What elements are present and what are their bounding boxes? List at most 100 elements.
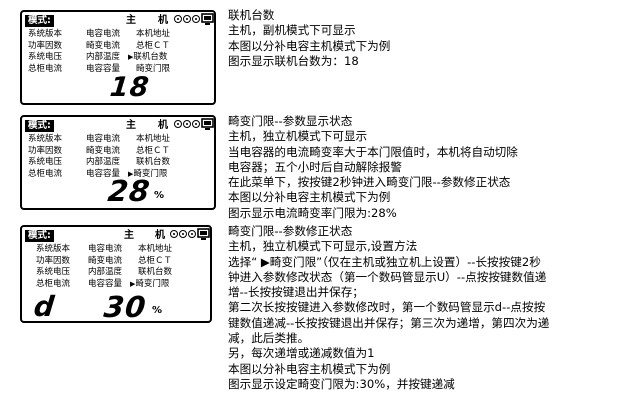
mode-tag: 模式: [25,230,54,242]
led-icon [174,120,182,128]
menu-item: 联机台数 [138,267,173,277]
led-icon [183,120,191,128]
led-icon [192,120,200,128]
menu-item: 总柜电流 [36,278,71,289]
unit-label: % [154,190,165,201]
menu-item: 电容电流 [88,244,123,254]
seven-segment-value: 30 [102,290,149,324]
menu-item: 本机地址 [136,29,171,39]
status-leds [174,15,200,23]
mode-zhu: 主 [124,230,134,241]
menu-item: 电容电流 [86,29,121,39]
description-1: 联机台数 主机，副机模式下可显示 本图以分补电容主机模式下为例 图示显示联机台数… [228,8,390,69]
status-leds [170,230,196,238]
menu-item: 内部温度 [86,157,121,167]
seven-segment-value: 28 [106,174,153,208]
led-icon [174,15,182,23]
menu-item: 畸变电流 [86,40,121,51]
description-line: 畸变门限--参数修正状态 [228,224,353,238]
led-icon [188,230,196,238]
led-icon [183,15,191,23]
menu-col-2: 电容电流 畸变电流 内部温度 电容容量 [86,29,120,75]
menu-item: 电容容量 [88,278,123,289]
description-line: 畸变门限--参数显示状态 [228,114,353,128]
menu-item: 功率因数 [28,40,63,51]
menu-item: 功率因数 [28,145,63,156]
mode-tag: 模式: [25,120,54,132]
mode-ji: 机 [158,120,168,131]
description-line: 图示显示电流畸变率门限为:28% [228,205,397,220]
menu-col-2: 电容电流 畸变电流 内部温度 电容容量 [86,134,120,180]
menu-item: 总柜电流 [28,168,63,179]
menu-col-1: 系统版本 功率因数 系统电压 总柜电流 [28,134,62,180]
menu-item: 系统版本 [36,244,71,254]
description-3: 畸变门限--参数修正状态 主机，独立机模式下可显示,设置方法 选择“ ▶畸变门限… [228,224,549,392]
lcd-panel-2: 模式: 主 机 系统版本 功率因数 系统电压 总柜电流 电容电流 畸变电流 内部… [20,115,216,210]
menu-item-selected: 畸变门限 [128,169,170,181]
computer-icon [201,13,214,25]
description-line: 增--长按按键退出并保存； [228,285,364,300]
description-line: 本图以分补电容主机模式下为例 [228,361,391,376]
menu-item: 总柜ＣＴ [136,40,171,51]
description-line: 本图以分补电容主机模式下为例 [228,190,391,205]
unit-label: % [152,305,163,316]
menu-item: 电容电流 [86,134,121,144]
menu-col-2: 电容电流 畸变电流 内部温度 电容容量 [88,244,122,290]
description-2: 畸变门限--参数显示状态 主机，独立机模式下可显示 当电容器的电流畸变率大于本门… [228,114,518,221]
menu-item: 总柜ＣＴ [136,145,171,156]
menu-item-selected: 畸变门限 [130,279,172,291]
description-line: 图示显示设定畸变门限为:30%，并按键递减 [228,376,455,391]
menu-item: 电容容量 [86,63,121,74]
mode-ji: 机 [158,15,168,26]
mode-ji: 机 [155,230,165,241]
menu-item: 总柜ＣＴ [138,255,173,266]
led-icon [179,230,187,238]
description-line: 第二次长按按键进入参数修改时，第一个数码管显示d--点按按 [228,300,546,315]
seven-segment-prefix: d [32,290,57,323]
menu-item: 本机地址 [136,134,171,144]
description-line: 图示显示联机台数为：18 [228,53,359,68]
led-icon [170,230,178,238]
seven-segment-value: 18 [108,72,152,103]
lcd-panel-1: 模式: 主 机 系统版本 功率因数 系统电压 总柜电流 电容电流 畸变电流 内部… [20,10,216,105]
menu-item: 联机台数 [136,157,171,167]
description-line: 主机，副机模式下可显示 [228,23,356,38]
menu-col-3: 本机地址 总柜ＣＴ 联机台数 畸变门限 [133,29,171,75]
menu-item: 系统电压 [36,267,71,277]
menu-col-3: 本机地址 总柜ＣＴ 联机台数 畸变门限 [133,134,171,180]
menu-item: 电容容量 [86,168,121,179]
description-line: 主机，独立机模式下可显示 [228,129,368,144]
menu-item: 功率因数 [36,255,71,266]
menu-item: 畸变电流 [88,255,123,266]
description-line: 钟进入参数修改状态（第一个数码管显示U）--点按按键数值递 [228,269,547,284]
menu-item-selected: 联机台数 [128,52,170,64]
menu-item: 总柜电流 [28,63,63,74]
description-line: 键数值递减--长按按键退出并保存；第三次为递增，第四次为递 [228,315,550,330]
menu-item: 畸变门限 [136,63,171,74]
description-line: 本图以分补电容主机模式下为例 [228,38,391,53]
menu-item: 畸变电流 [86,145,121,156]
menu-col-3: 本机地址 总柜ＣＴ 联机台数 畸变门限 [135,244,173,290]
description-line: 减，此后类推。 [228,331,310,346]
menu-item: 系统版本 [28,134,63,144]
description-line: 在此菜单下，按按键2秒钟进入畸变门限--参数修正状态 [228,175,511,190]
menu-item: 系统版本 [28,29,63,39]
description-line: 选择“ ▶畸变门限”（仅在主机或独立机上设置）--长按按键2秒 [228,254,541,269]
menu-col-1: 系统版本 功率因数 系统电压 总柜电流 [36,244,70,290]
menu-item: 内部温度 [88,267,123,277]
description-line: 联机台数 [228,8,275,22]
menu-item: 系统电压 [28,157,63,167]
status-leds [174,120,200,128]
lcd-panel-3: 模式: 主 机 系统版本 功率因数 系统电压 总柜电流 电容电流 畸变电流 内部… [20,225,212,324]
led-icon [192,15,200,23]
computer-icon [201,118,214,130]
mode-tag: 模式: [25,15,54,27]
menu-item: 本机地址 [138,244,173,254]
menu-col-1: 系统版本 功率因数 系统电压 总柜电流 [28,29,62,75]
mode-zhu: 主 [126,15,136,26]
description-line: 主机，独立机模式下可显示,设置方法 [228,239,418,254]
description-line: 电容器；五个小时后自动解除报警 [228,159,402,174]
description-line: 当电容器的电流畸变率大于本门限值时，本机将自动切除 [228,144,518,159]
menu-item: 内部温度 [86,52,121,62]
computer-icon [197,228,210,240]
